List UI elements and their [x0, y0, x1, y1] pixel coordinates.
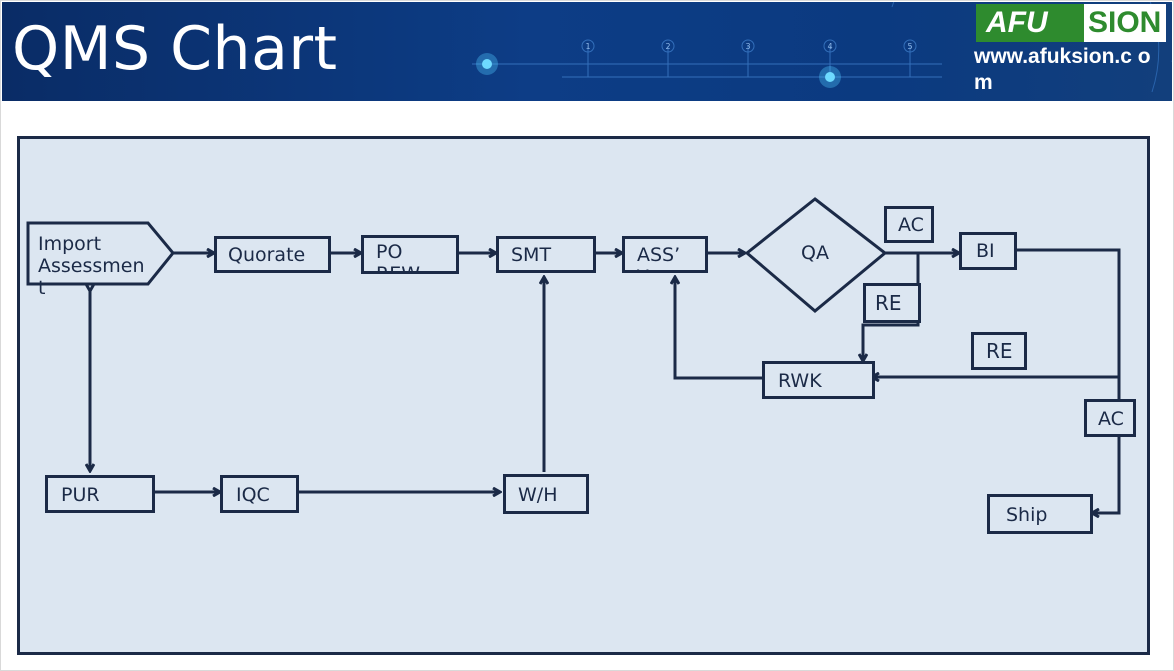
slide-title: QMS Chart	[12, 14, 338, 84]
logo-right-text: SION	[1088, 6, 1162, 39]
line-bi-right	[1017, 248, 1121, 377]
header-step-4: 4	[827, 42, 832, 51]
company-logo: AFU SION	[976, 4, 1166, 42]
header-step-1: 1	[585, 42, 590, 51]
qa-diamond	[744, 197, 888, 313]
node-pur: PUR	[45, 475, 155, 513]
node-assy: ASS’ Y	[622, 236, 708, 273]
node-qa: QA	[801, 242, 829, 264]
node-import: Import Assessmen t	[38, 233, 145, 299]
node-smt: SMT	[496, 236, 596, 273]
node-ship: Ship	[987, 494, 1093, 534]
node-iqc: IQC	[220, 475, 299, 513]
flowchart-connectors	[26, 197, 1121, 652]
node-bi: BI	[959, 232, 1017, 270]
company-url: www.afuksion.c om	[974, 45, 1151, 94]
node-re-right: RE	[971, 332, 1027, 370]
node-po-rew: PO REW	[361, 235, 459, 274]
flowchart-canvas: Import Assessmen t Quorate PO REW SMT AS…	[17, 136, 1150, 655]
node-ac-right: AC	[1084, 399, 1136, 437]
import-shape	[26, 221, 175, 286]
node-wh: W/H	[503, 474, 589, 514]
node-ac-top: AC	[884, 206, 934, 243]
arrow-bi-ship	[1092, 377, 1121, 513]
header-step-3: 3	[745, 42, 750, 51]
node-quorate: Quorate	[214, 236, 331, 273]
line-rwk-assy	[675, 277, 762, 380]
node-rwk: RWK	[762, 361, 875, 399]
logo-left-text: AFU	[976, 4, 1084, 42]
header-step-2: 2	[665, 42, 670, 51]
node-re-mid: RE	[863, 283, 921, 323]
header-step-5: 5	[907, 42, 912, 51]
